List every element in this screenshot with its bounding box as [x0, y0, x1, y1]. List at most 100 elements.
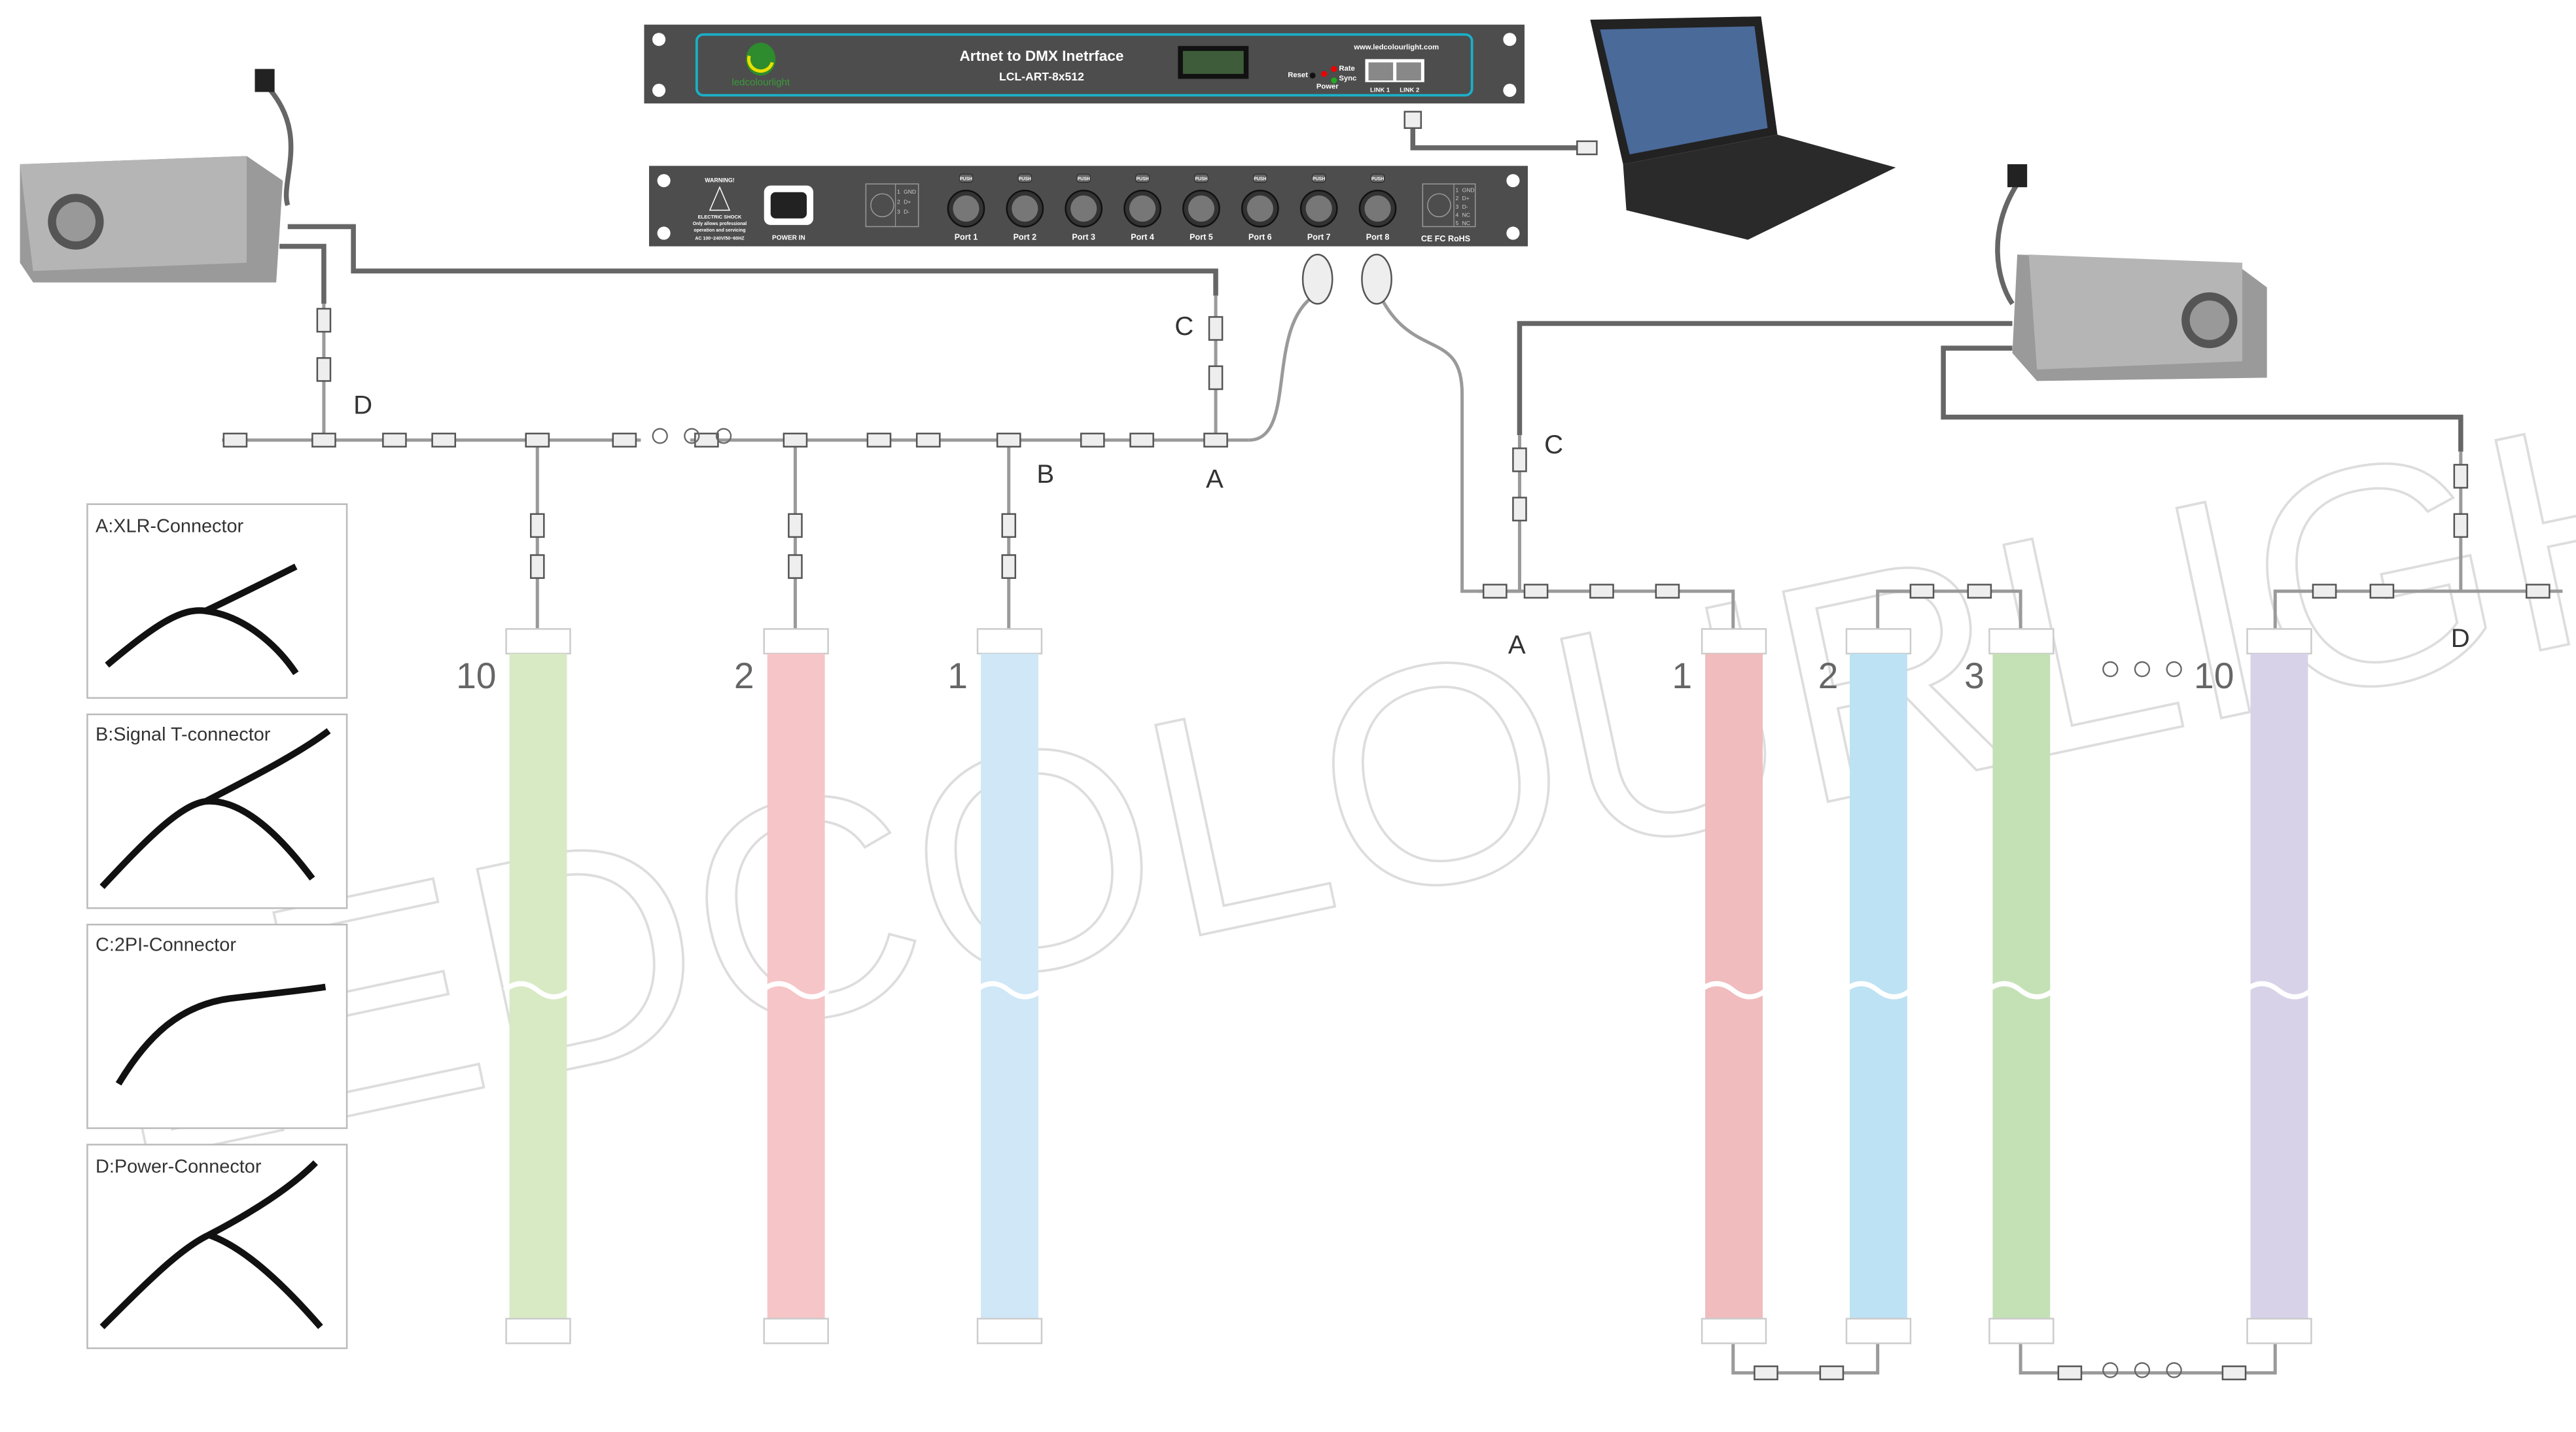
pin-signal: D+ [1462, 195, 1470, 201]
certifications: CE FC RoHS [1421, 234, 1470, 243]
port-label: Port 8 [1366, 233, 1390, 242]
legend-signal-t: B:Signal T-connector [86, 713, 348, 909]
push-tab [1135, 173, 1150, 183]
connector-icon [1080, 432, 1105, 448]
led-tube-right-10: 10 [2194, 628, 2313, 1344]
connector-icon [1001, 513, 1017, 538]
led-tube-left-10: 10 [456, 628, 572, 1344]
device-title: Artnet to DMX Inetrface [959, 48, 1123, 64]
connector-icon [1512, 497, 1527, 522]
label-c-left: C [1174, 311, 1193, 341]
power-supply-left [20, 69, 294, 283]
legend-label: D:Power-Connector [96, 1156, 262, 1177]
voltage-label: AC 100~240V/50~60HZ [695, 237, 745, 241]
port-label: Port 1 [955, 233, 978, 242]
push-label: PUSH [1254, 177, 1267, 182]
connector-icon [866, 432, 892, 448]
label-d-left: D [353, 391, 372, 420]
pin-number: 2 [897, 198, 900, 205]
controller-back-panel: WARNING! ELECTRIC SHOCK Only allows prof… [648, 166, 1528, 247]
reset-label: Reset [1288, 71, 1308, 79]
connector-icon [382, 432, 407, 448]
connector-icon [788, 554, 803, 579]
device-model: LCL-ART-8x512 [999, 70, 1084, 83]
pin-number: 2 [1456, 195, 1459, 201]
push-tab [1194, 173, 1209, 183]
rj45-plug [1576, 140, 1598, 156]
tube-number: 10 [456, 655, 496, 696]
power-plug-icon [255, 69, 275, 92]
connector-legend: A:XLR-Connector B:Signal T-connector C:2… [86, 503, 348, 1350]
pin-number: 3 [1456, 203, 1459, 210]
connector-icon [2453, 464, 2469, 489]
tube-number: 1 [947, 655, 968, 696]
reset-button[interactable] [1309, 72, 1316, 79]
connector-icon [1208, 365, 1224, 391]
legend-label: C:2PI-Connector [96, 934, 236, 955]
label-d-right: D [2451, 623, 2470, 653]
connector-icon [316, 357, 332, 382]
continuation-dots: ○ ○ ○ [2100, 647, 2185, 688]
laptop [1590, 16, 1896, 240]
legend-power: D:Power-Connector [86, 1144, 348, 1350]
connector-icon [222, 432, 248, 448]
logo-text: ledcolourlight [732, 77, 790, 88]
legend-label: B:Signal T-connector [96, 724, 271, 745]
pin-number: 3 [897, 208, 900, 215]
warning-label: WARNING! [705, 177, 734, 184]
connector-icon [2453, 513, 2469, 538]
connector-icon [2369, 584, 2395, 599]
push-label: PUSH [1371, 177, 1385, 182]
connector-icon [694, 432, 719, 448]
connector-icon [788, 513, 803, 538]
connector-icon [1967, 584, 1992, 599]
port-label: Port 4 [1131, 233, 1154, 242]
connector-icon [1589, 584, 1614, 599]
connector-icon [996, 432, 1021, 448]
note2: operation and servicing [694, 228, 745, 233]
connector-icon [1819, 1365, 1844, 1380]
connector-icon [1482, 584, 1508, 599]
connector-icon [2057, 1365, 2083, 1380]
xlr-connector-icon [105, 563, 299, 676]
connector-icon [1512, 447, 1527, 472]
continuation-dots: ○ ○ ○ [649, 414, 735, 455]
power-connector-icon [99, 1160, 323, 1329]
connector-icon [1754, 1365, 1778, 1380]
connector-icon [2526, 584, 2550, 599]
connector-icon [1001, 554, 1017, 579]
push-tab [1371, 173, 1385, 183]
t-connector-icon [99, 728, 331, 889]
push-tab [1017, 173, 1032, 183]
push-label: PUSH [1077, 177, 1090, 182]
connector-icon [2221, 1365, 2247, 1380]
pin-signal: D+ [904, 198, 911, 205]
break-icon [760, 981, 830, 1000]
pin-signal: NC [1462, 211, 1470, 218]
connector-icon [783, 432, 808, 448]
pin-number: 5 [1456, 220, 1459, 226]
rj45-plug [1403, 111, 1422, 130]
led-tube-left-1: 1 [947, 628, 1044, 1344]
connector-icon [915, 432, 941, 448]
port-label: Port 2 [1014, 233, 1037, 242]
return-bus [1731, 1341, 2277, 1375]
push-tab [1076, 173, 1091, 183]
xlr-connector [1301, 253, 1333, 305]
connector-icon [311, 432, 336, 448]
led-tube-right-1: 1 [1672, 628, 1768, 1344]
tube-number: 10 [2194, 655, 2234, 696]
connector-icon [525, 432, 550, 448]
rate-led [1331, 65, 1337, 72]
break-icon [2244, 981, 2313, 1000]
tube-number: 1 [1672, 655, 1692, 696]
break-icon [974, 981, 1044, 1000]
tube-number: 2 [734, 655, 754, 696]
xlr-cable [1248, 294, 1316, 442]
